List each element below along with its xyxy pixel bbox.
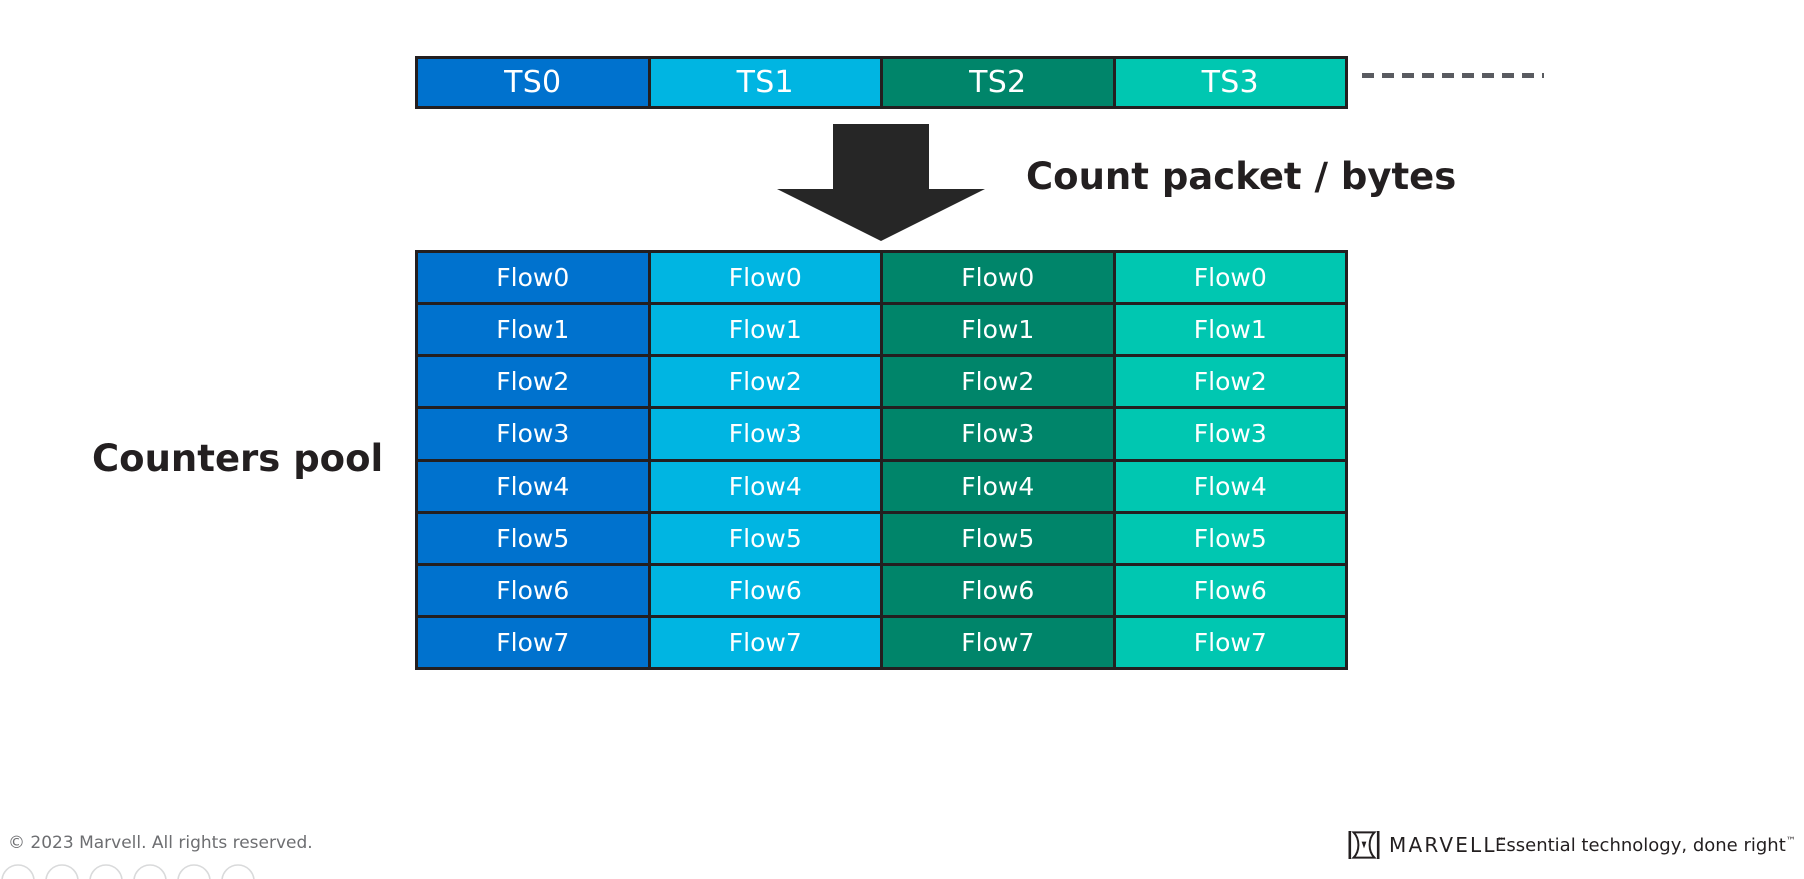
flow-cell-label: Flow4: [1193, 471, 1267, 501]
flow-cell-label: Flow6: [728, 575, 802, 605]
flow-cell-label: Flow7: [496, 627, 570, 657]
flow-cell-label: Flow2: [728, 367, 802, 397]
flow-cell-label: Flow7: [961, 627, 1035, 657]
flow-cell-label: Flow3: [961, 419, 1035, 449]
tagline-trademark-symbol: ™: [1785, 836, 1796, 847]
flow-cell: Flow1: [650, 305, 883, 355]
flow-cell-label: Flow0: [728, 263, 802, 293]
flow-cell-label: Flow5: [961, 523, 1035, 553]
flow-cell: Flow0: [1115, 253, 1345, 303]
flow-cell-label: Flow2: [496, 367, 570, 397]
flow-cell-label: Flow7: [728, 627, 802, 657]
timeslot-label: TS2: [969, 65, 1027, 100]
flow-cell: Flow4: [650, 461, 883, 511]
flow-row: Flow3 Flow3 Flow3 Flow3: [418, 409, 1345, 462]
flow-cell-label: Flow4: [728, 471, 802, 501]
flow-cell-label: Flow5: [728, 523, 802, 553]
flow-cell: Flow4: [883, 461, 1116, 511]
flow-cell: Flow4: [418, 461, 651, 511]
tagline-text: Essential technology, done right: [1495, 835, 1786, 856]
flow-row: Flow4 Flow4 Flow4 Flow4: [418, 461, 1345, 514]
flow-cell: Flow7: [1115, 617, 1345, 667]
flow-cell: Flow7: [650, 617, 883, 667]
flow-cell-label: Flow6: [961, 575, 1035, 605]
brand-name-text: MARVELL: [1389, 833, 1497, 857]
timeslot-cell-ts2: TS2: [883, 59, 1116, 106]
flow-cell: Flow1: [418, 305, 651, 355]
flow-cell: Flow2: [418, 357, 651, 407]
timeslot-cell-ts3: TS3: [1115, 59, 1345, 106]
flow-cell: Flow7: [883, 617, 1116, 667]
flow-cell-label: Flow0: [1193, 263, 1267, 293]
flow-cell-label: Flow6: [496, 575, 570, 605]
flow-cell-label: Flow2: [1193, 367, 1267, 397]
decorative-circles: [1, 864, 255, 879]
flow-cell: Flow5: [418, 513, 651, 563]
flow-cell: Flow6: [650, 565, 883, 615]
flow-cell-label: Flow0: [496, 263, 570, 293]
flow-cell-label: Flow4: [496, 471, 570, 501]
flow-cell: Flow2: [883, 357, 1116, 407]
flow-cell: Flow5: [883, 513, 1116, 563]
count-packet-bytes-label: Count packet / bytes: [1026, 155, 1457, 198]
flow-cell-label: Flow7: [1193, 627, 1267, 657]
flow-cell-label: Flow6: [1193, 575, 1267, 605]
flow-cell-label: Flow3: [1193, 419, 1267, 449]
marvell-wordmark: MARVELL™: [1389, 833, 1507, 857]
flow-row: Flow1 Flow1 Flow1 Flow1: [418, 305, 1345, 358]
flow-cell-label: Flow5: [496, 523, 570, 553]
flow-cell-label: Flow1: [728, 315, 802, 345]
flow-cell-label: Flow0: [961, 263, 1035, 293]
flow-cell-label: Flow3: [496, 419, 570, 449]
flow-cell: Flow1: [1115, 305, 1345, 355]
flow-cell: Flow0: [650, 253, 883, 303]
flow-cell: Flow0: [418, 253, 651, 303]
flow-cell: Flow4: [1115, 461, 1345, 511]
flow-cell: Flow6: [883, 565, 1116, 615]
timeslot-cell-ts0: TS0: [418, 59, 651, 106]
flow-cell: Flow3: [883, 409, 1116, 459]
counters-pool-title: Counters pool: [92, 437, 384, 480]
brand-trademark-symbol: ™: [1496, 836, 1507, 848]
flow-cell-label: Flow3: [728, 419, 802, 449]
flow-cell: Flow2: [650, 357, 883, 407]
flow-cell-label: Flow2: [961, 367, 1035, 397]
timeslot-cell-ts1: TS1: [650, 59, 883, 106]
flow-row: Flow0 Flow0 Flow0 Flow0: [418, 253, 1345, 306]
flow-cell: Flow2: [1115, 357, 1345, 407]
down-arrow-icon: [777, 124, 985, 241]
flow-cell-label: Flow5: [1193, 523, 1267, 553]
footer-copyright: © 2023 Marvell. All rights reserved.: [8, 833, 313, 853]
timeslot-row: TS0 TS1 TS2 TS3: [415, 56, 1348, 109]
flow-row: Flow7 Flow7 Flow7 Flow7: [418, 617, 1345, 667]
flow-row: Flow5 Flow5 Flow5 Flow5: [418, 513, 1345, 566]
flow-cell: Flow1: [883, 305, 1116, 355]
timeslot-label: TS3: [1201, 65, 1259, 100]
flow-row: Flow6 Flow6 Flow6 Flow6: [418, 565, 1345, 618]
flow-cell: Flow0: [883, 253, 1116, 303]
flow-row: Flow2 Flow2 Flow2 Flow2: [418, 357, 1345, 410]
flow-cell-label: Flow1: [496, 315, 570, 345]
dashed-continuation-line: [1362, 73, 1544, 78]
flow-cell: Flow7: [418, 617, 651, 667]
flow-cell: Flow3: [650, 409, 883, 459]
flow-cell-label: Flow1: [1193, 315, 1267, 345]
flow-cell: Flow5: [1115, 513, 1345, 563]
marvell-logo-icon: [1348, 831, 1380, 859]
flow-cell-label: Flow4: [961, 471, 1035, 501]
flow-cell: Flow5: [650, 513, 883, 563]
flow-cell-label: Flow1: [961, 315, 1035, 345]
timeslot-label: TS1: [736, 65, 794, 100]
flow-cell: Flow3: [418, 409, 651, 459]
timeslot-label: TS0: [504, 65, 562, 100]
flow-cell: Flow6: [1115, 565, 1345, 615]
marvell-brand: MARVELL™: [1348, 827, 1507, 863]
flow-cell: Flow6: [418, 565, 651, 615]
brand-tagline: Essential technology, done right™: [1495, 835, 1796, 856]
flow-cell: Flow3: [1115, 409, 1345, 459]
